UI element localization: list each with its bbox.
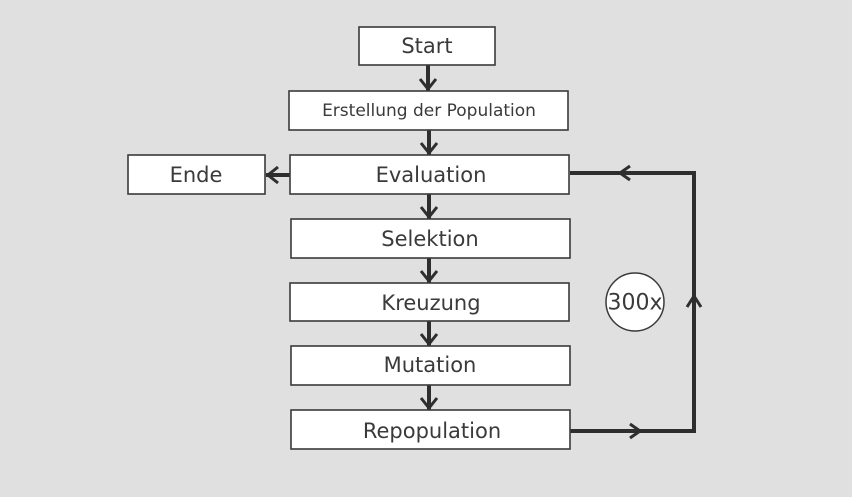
arrowhead-end [265,165,279,185]
end-node: Ende [127,154,266,195]
loop-arrowhead-up [685,293,703,308]
crossover-node: Kreuzung [289,282,570,322]
loop-arrowhead-right [629,422,643,440]
flow-connectors [265,65,439,411]
crossover-label: Kreuzung [381,291,480,315]
start-node: Start [358,26,496,66]
arrowhead-crossover [419,270,439,284]
loop-line [570,171,696,433]
mutation-node: Mutation [290,345,571,386]
evaluation-node: Evaluation [289,154,570,195]
arrowhead-evaluation [419,142,439,156]
end-label: Ende [170,163,223,187]
iteration-counter: 300x [605,272,665,332]
loop-arrowhead-left [617,164,631,182]
arrowhead-population [418,78,438,92]
population-label: Erstellung der Population [322,101,536,121]
arrowhead-mutation [419,333,439,347]
repopulation-label: Repopulation [363,419,501,443]
repopulation-node: Repopulation [290,409,571,450]
population-node: Erstellung der Population [288,90,569,131]
start-label: Start [401,34,452,58]
loop-connector [570,164,703,440]
selection-node: Selektion [290,218,571,259]
arrowhead-repopulation [419,397,439,411]
iteration-counter-label: 300x [607,291,662,316]
mutation-label: Mutation [384,353,477,377]
selection-label: Selektion [381,227,478,251]
arrowhead-selection [419,206,439,220]
evaluation-label: Evaluation [376,163,487,187]
